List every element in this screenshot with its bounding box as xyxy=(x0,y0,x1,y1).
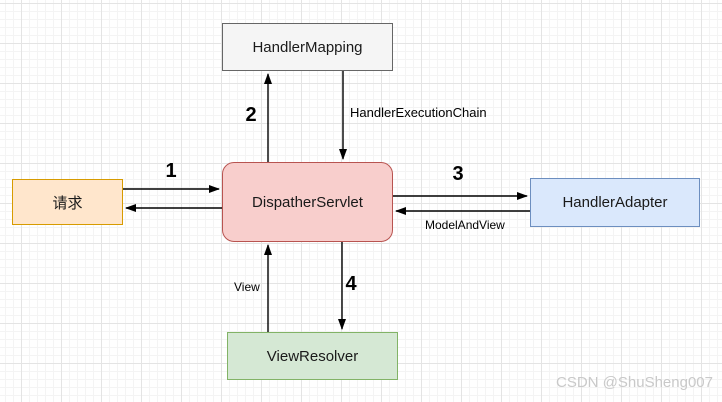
edge-label-view: View xyxy=(234,280,260,294)
edge-label-step-1: 1 xyxy=(165,160,177,182)
edge-label-handler-execution-chain: HandlerExecutionChain xyxy=(350,105,487,120)
csdn-watermark: CSDN @ShuSheng007 xyxy=(556,374,713,391)
node-dispatcher-servlet-label: DispatherServlet xyxy=(252,193,363,211)
edge-label-step-2: 2 xyxy=(245,104,257,126)
node-dispatcher-servlet: DispatherServlet xyxy=(222,162,393,242)
node-view-resolver-label: ViewResolver xyxy=(266,347,359,365)
node-request-label: 请求 xyxy=(52,194,83,212)
node-view-resolver: ViewResolver xyxy=(227,332,398,380)
node-handler-mapping: HandlerMapping xyxy=(222,23,393,71)
node-request: 请求 xyxy=(12,179,123,225)
edge-label-step-4: 4 xyxy=(345,273,357,295)
edge-label-model-and-view: ModelAndView xyxy=(425,218,505,232)
node-handler-adapter-label: HandlerAdapter xyxy=(562,194,668,211)
node-handler-adapter: HandlerAdapter xyxy=(530,178,700,227)
node-handler-mapping-label: HandlerMapping xyxy=(252,38,363,56)
edge-label-step-3: 3 xyxy=(452,163,464,185)
